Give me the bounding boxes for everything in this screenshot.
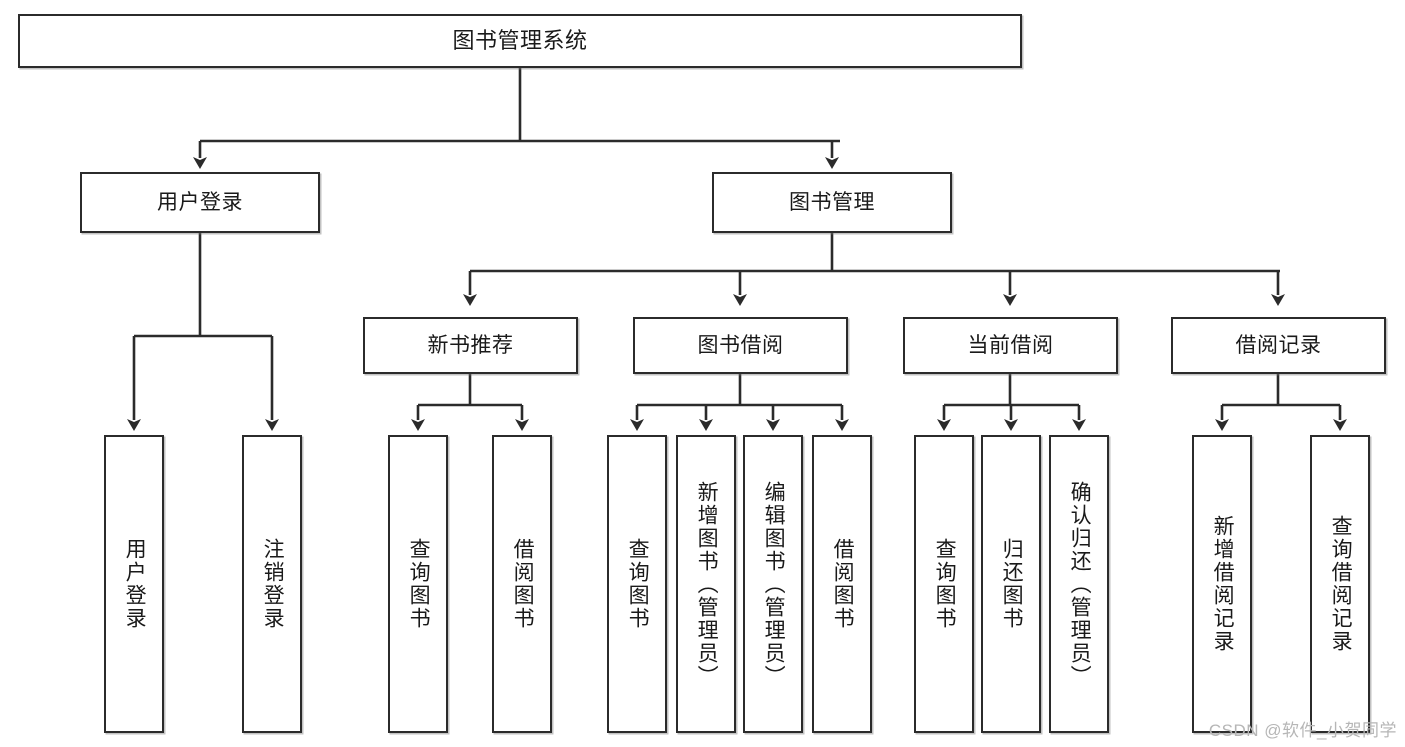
node-label: 用户登录 <box>123 538 147 630</box>
leaf-new-book-query-book[interactable]: 查询图书 <box>388 435 448 733</box>
leaf-current-borrow-return-book[interactable]: 归还图书 <box>981 435 1041 733</box>
leaf-user-login-logout[interactable]: 注销登录 <box>242 435 302 733</box>
node-label: 图书管理系统 <box>452 27 588 53</box>
node-label: 图书管理 <box>789 190 875 214</box>
node-label: 新书推荐 <box>427 333 514 357</box>
node-label: 借阅图书 <box>831 538 855 630</box>
node-borrow-record[interactable]: 借阅记录 <box>1171 317 1386 374</box>
leaf-book-borrow-borrow-book[interactable]: 借阅图书 <box>812 435 872 733</box>
csdn-watermark: CSDN @软件_小贺同学 <box>1208 721 1397 740</box>
leaf-new-book-borrow-book[interactable]: 借阅图书 <box>492 435 552 733</box>
node-label: 用户登录 <box>157 190 243 214</box>
node-label: 查询图书 <box>626 538 650 630</box>
leaf-current-borrow-query-book[interactable]: 查询图书 <box>914 435 974 733</box>
node-label: 新增图书（管理员） <box>695 480 719 688</box>
node-label: 注销登录 <box>261 538 285 630</box>
node-new-book-recommend[interactable]: 新书推荐 <box>363 317 578 374</box>
leaf-book-borrow-edit-book[interactable]: 编辑图书（管理员） <box>743 435 803 733</box>
node-book-borrow[interactable]: 图书借阅 <box>633 317 848 374</box>
node-label: 编辑图书（管理员） <box>762 480 786 688</box>
node-label: 查询借阅记录 <box>1329 515 1353 653</box>
node-label: 当前借阅 <box>967 333 1054 357</box>
leaf-borrow-record-add-record[interactable]: 新增借阅记录 <box>1192 435 1252 733</box>
node-user-login[interactable]: 用户登录 <box>80 172 320 233</box>
node-label: 新增借阅记录 <box>1211 515 1235 653</box>
leaf-book-borrow-query-book[interactable]: 查询图书 <box>607 435 667 733</box>
node-label: 查询图书 <box>407 538 431 630</box>
node-root-system[interactable]: 图书管理系统 <box>18 14 1022 68</box>
node-label: 查询图书 <box>933 538 957 630</box>
leaf-user-login-login[interactable]: 用户登录 <box>104 435 164 733</box>
leaf-current-borrow-confirm-return[interactable]: 确认归还（管理员） <box>1049 435 1109 733</box>
node-book-management[interactable]: 图书管理 <box>712 172 952 233</box>
node-label: 归还图书 <box>1000 538 1024 630</box>
node-current-borrow[interactable]: 当前借阅 <box>903 317 1118 374</box>
node-label: 借阅图书 <box>511 538 535 630</box>
node-label: 借阅记录 <box>1235 333 1322 357</box>
leaf-book-borrow-add-book[interactable]: 新增图书（管理员） <box>676 435 736 733</box>
node-label: 确认归还（管理员） <box>1068 480 1092 688</box>
node-label: 图书借阅 <box>697 333 784 357</box>
leaf-borrow-record-query-record[interactable]: 查询借阅记录 <box>1310 435 1370 733</box>
